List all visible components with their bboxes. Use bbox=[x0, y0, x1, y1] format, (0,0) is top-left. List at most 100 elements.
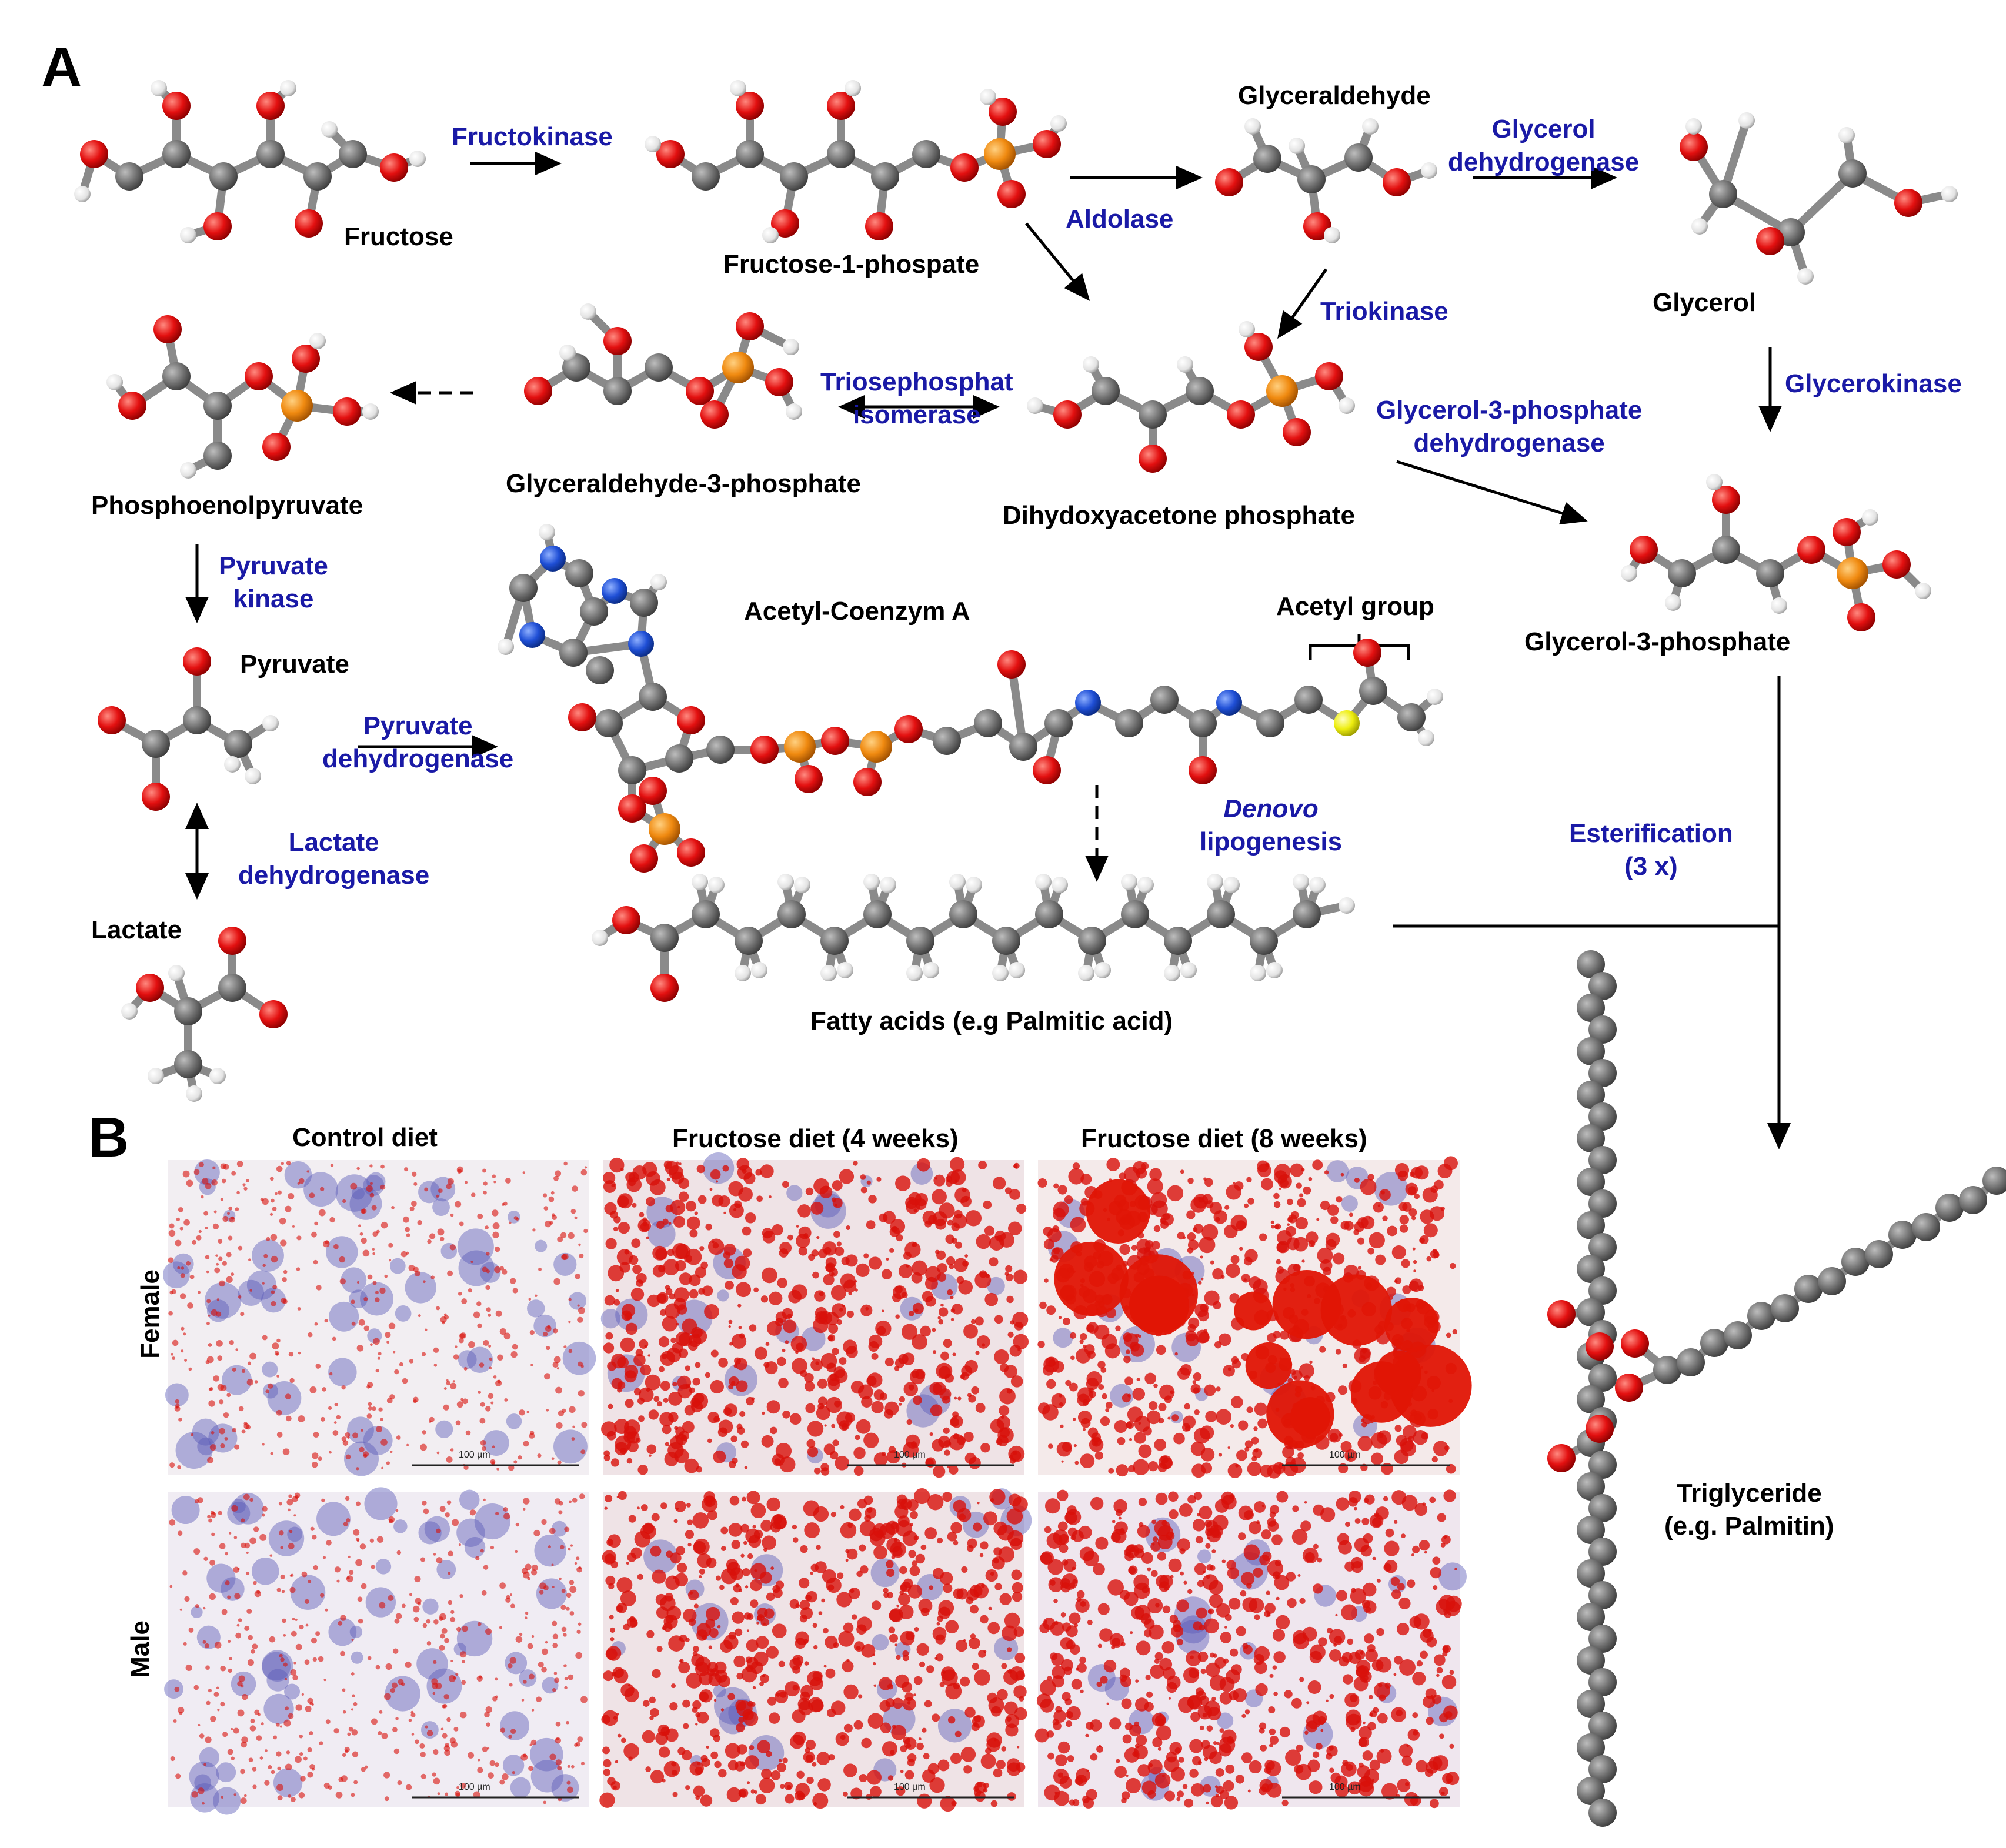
scale-label-male-control: 100 µm bbox=[459, 1782, 490, 1792]
lipid-droplet bbox=[1244, 1440, 1253, 1448]
lipid-droplet bbox=[269, 1177, 274, 1181]
nucleus bbox=[1341, 1195, 1358, 1212]
lipid-droplet bbox=[607, 1777, 616, 1786]
lipid-droplet bbox=[209, 1559, 215, 1566]
lipid-droplet bbox=[169, 1585, 173, 1588]
nucleus bbox=[553, 1429, 588, 1464]
lipid-droplet bbox=[1312, 1751, 1320, 1758]
lipid-droplet bbox=[490, 1401, 494, 1405]
lipid-droplet bbox=[563, 1664, 567, 1667]
lipid-droplet bbox=[500, 1727, 506, 1733]
lipid-droplet bbox=[950, 1318, 954, 1321]
lipid-droplet bbox=[552, 1215, 558, 1220]
lipid-droplet bbox=[1243, 1278, 1247, 1282]
lipid-droplet bbox=[282, 1448, 290, 1456]
lipid-droplet bbox=[842, 1791, 848, 1797]
lipid-droplet bbox=[752, 1525, 756, 1529]
nucleus bbox=[395, 1305, 412, 1322]
lipid-droplet bbox=[189, 1274, 195, 1279]
lipid-droplet bbox=[545, 1640, 548, 1644]
lipid-droplet bbox=[613, 1716, 618, 1720]
lipid-droplet bbox=[896, 1234, 903, 1242]
lipid-droplet bbox=[1159, 1384, 1175, 1401]
lipid-droplet bbox=[1131, 1245, 1137, 1251]
lipid-droplet bbox=[361, 1583, 367, 1589]
lipid-droplet bbox=[1259, 1727, 1265, 1734]
lipid-droplet bbox=[926, 1665, 934, 1673]
lipid-droplet bbox=[1287, 1223, 1290, 1227]
lipid-droplet bbox=[433, 1364, 438, 1367]
carbon-atom bbox=[203, 392, 232, 420]
lipid-droplet bbox=[845, 1412, 856, 1423]
lipid-droplet bbox=[694, 1211, 698, 1215]
lipid-droplet bbox=[1150, 1664, 1164, 1679]
lipid-droplet bbox=[777, 1278, 787, 1288]
lipid-droplet bbox=[853, 1161, 858, 1166]
nucleus bbox=[870, 1558, 900, 1588]
lipid-droplet bbox=[820, 1352, 837, 1369]
lipid-droplet bbox=[276, 1588, 281, 1592]
lipid-droplet bbox=[1098, 1384, 1104, 1391]
lipid-droplet bbox=[1265, 1162, 1270, 1167]
oxygen-atom bbox=[153, 315, 182, 343]
molecule-glyceraldehyde bbox=[1215, 118, 1437, 243]
lipid-droplet bbox=[408, 1719, 412, 1722]
lipid-droplet bbox=[856, 1570, 863, 1578]
lipid-droplet bbox=[297, 1306, 301, 1311]
lipid-droplet bbox=[241, 1429, 246, 1434]
lipid-droplet bbox=[928, 1215, 937, 1224]
lipid-droplet bbox=[986, 1737, 1001, 1752]
lipid-droplet bbox=[371, 1205, 377, 1211]
lipid-droplet bbox=[1360, 1545, 1373, 1557]
lipid-droplet bbox=[283, 1633, 286, 1637]
lipid-droplet bbox=[216, 1686, 219, 1690]
lipid-droplet bbox=[1297, 1452, 1304, 1459]
lipid-droplet bbox=[468, 1752, 475, 1759]
lipid-droplet bbox=[603, 1342, 615, 1354]
scale-label-female-4w: 100 µm bbox=[894, 1450, 926, 1460]
lipid-droplet bbox=[747, 1700, 753, 1707]
nucleus bbox=[502, 1755, 525, 1776]
lipid-droplet bbox=[621, 1310, 632, 1321]
lipid-droplet bbox=[406, 1784, 412, 1790]
lipid-droplet bbox=[637, 1506, 640, 1510]
lipid-droplet bbox=[348, 1555, 351, 1558]
lipid-droplet bbox=[692, 1378, 700, 1386]
lipid-droplet bbox=[1274, 1223, 1281, 1230]
nucleus bbox=[246, 1270, 277, 1300]
lipid-droplet bbox=[236, 1161, 243, 1167]
lipid-droplet bbox=[800, 1607, 813, 1620]
lipid-droplet bbox=[832, 1348, 839, 1355]
lipid-droplet bbox=[495, 1677, 498, 1681]
lipid-droplet bbox=[780, 1691, 787, 1698]
lipid-droplet bbox=[415, 1739, 419, 1745]
lipid-droplet bbox=[886, 1560, 894, 1568]
lipid-droplet bbox=[1436, 1673, 1440, 1677]
carbon-atom bbox=[645, 353, 673, 382]
lipid-droplet bbox=[859, 1520, 876, 1537]
lipid-droplet bbox=[326, 1540, 332, 1546]
lipid-droplet bbox=[1436, 1667, 1443, 1674]
lipid-droplet bbox=[301, 1571, 308, 1578]
lipid-droplet bbox=[1376, 1628, 1384, 1636]
lipid-droplet bbox=[662, 1218, 669, 1225]
lipid-droplet bbox=[699, 1568, 706, 1575]
lipid-droplet bbox=[1119, 1244, 1130, 1255]
lipid-droplet bbox=[983, 1511, 997, 1526]
lipid-droplet bbox=[707, 1510, 717, 1520]
lipid-droplet bbox=[320, 1416, 325, 1422]
lipid-droplet bbox=[1340, 1172, 1344, 1177]
oxygen-atom bbox=[677, 706, 705, 734]
lipid-droplet bbox=[572, 1425, 575, 1428]
oxygen-atom bbox=[142, 783, 170, 811]
lipid-droplet bbox=[899, 1396, 906, 1402]
lipid-droplet bbox=[243, 1187, 248, 1191]
lipid-droplet bbox=[1439, 1733, 1444, 1739]
carbon-atom bbox=[1959, 1186, 1987, 1214]
lipid-droplet bbox=[640, 1222, 650, 1232]
lipid-droplet bbox=[980, 1442, 990, 1453]
lipid-droplet bbox=[1423, 1223, 1438, 1238]
lipid-droplet bbox=[1326, 1745, 1338, 1757]
lipid-droplet bbox=[541, 1519, 547, 1525]
lipid-droplet bbox=[904, 1770, 914, 1780]
